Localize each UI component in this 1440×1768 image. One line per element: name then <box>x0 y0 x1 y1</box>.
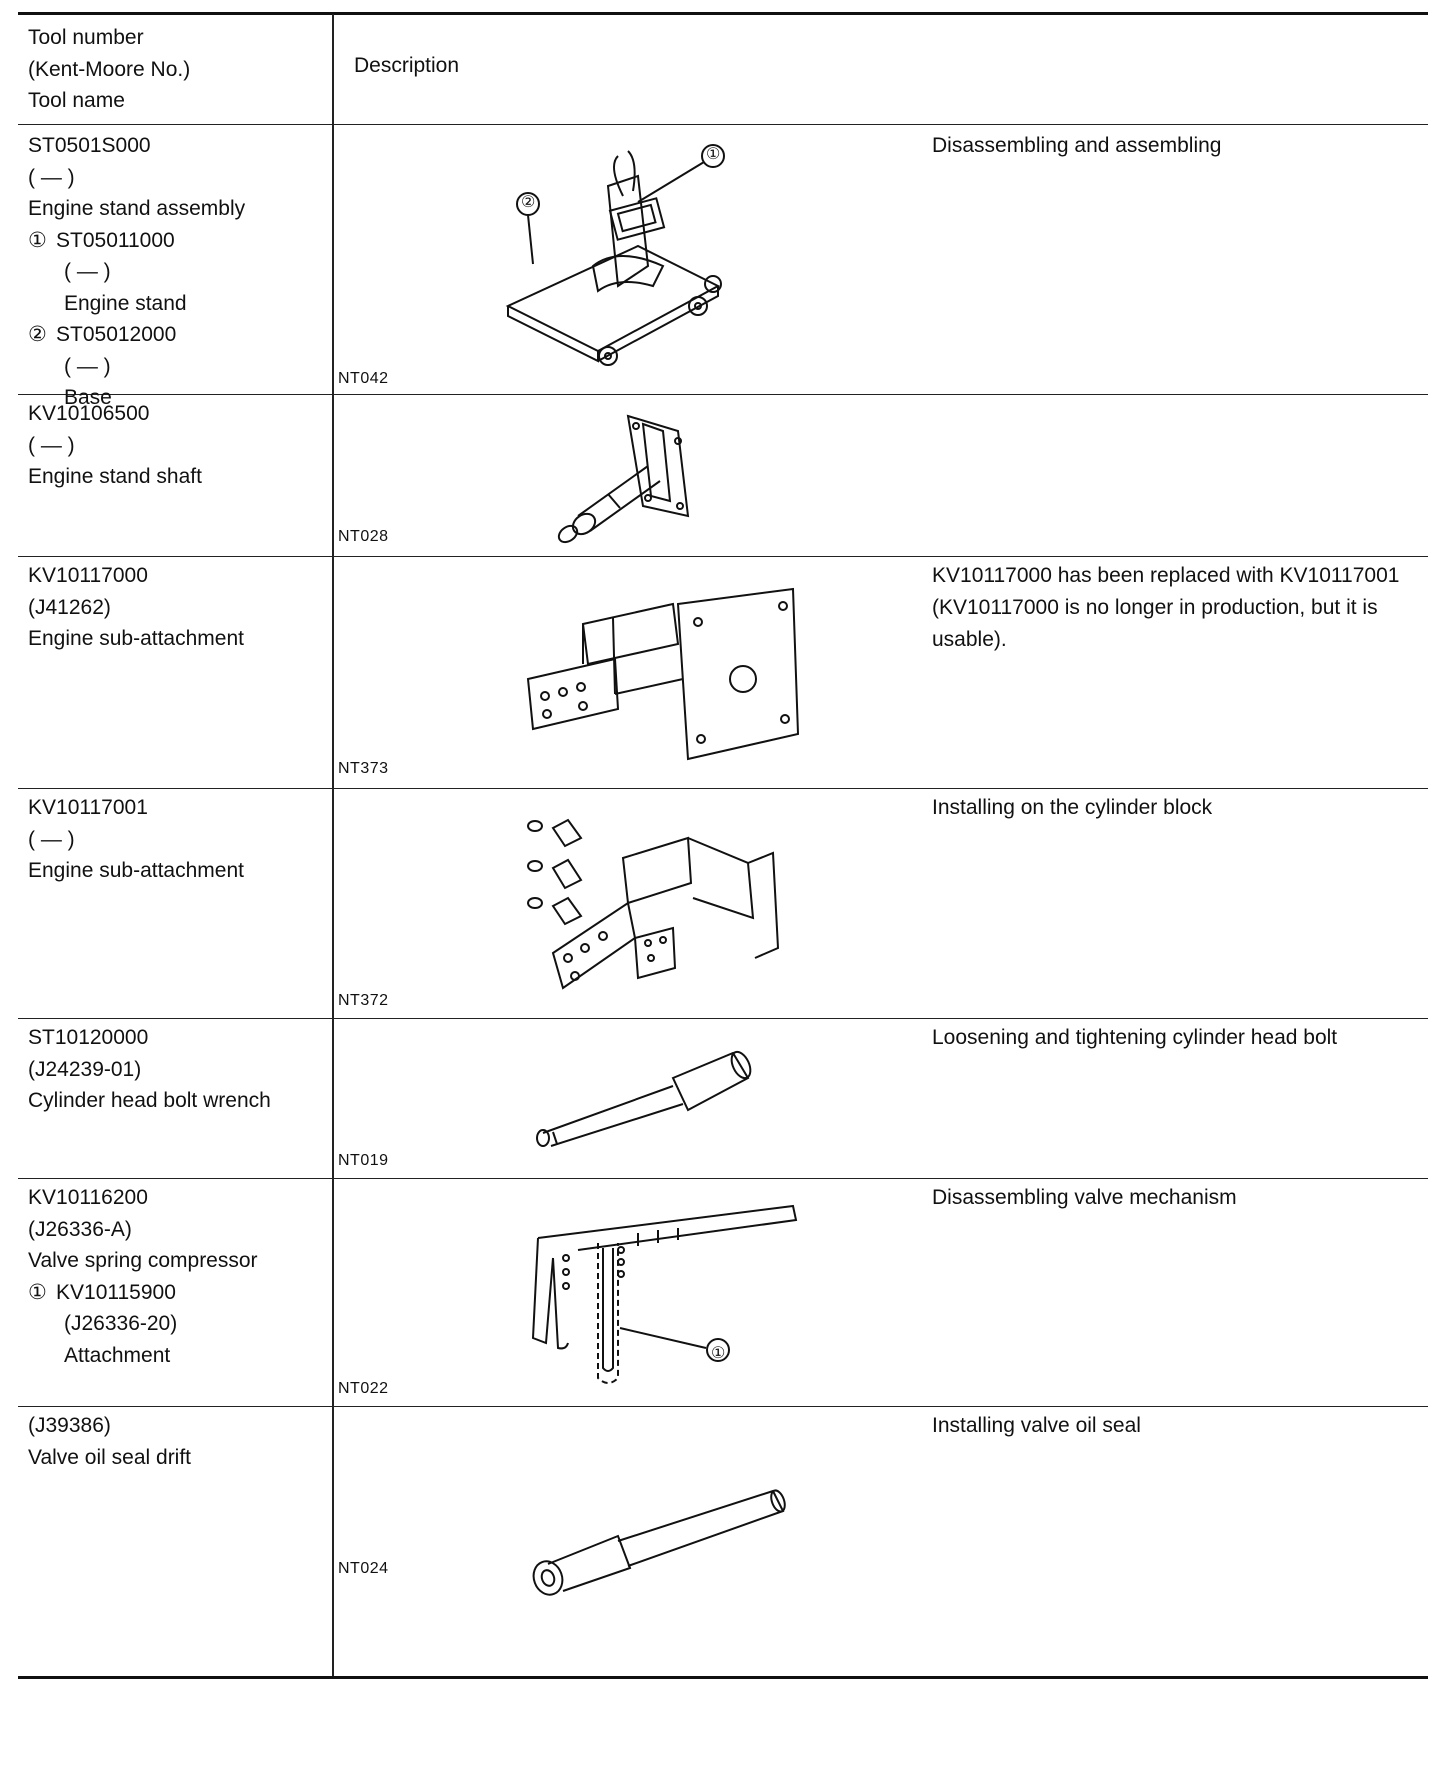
tool-description: Installing on the cylinder block <box>932 796 1213 819</box>
header-kent-moore: (Kent-Moore No.) <box>28 57 191 81</box>
part-kent-moore: (J26336-20) <box>64 1312 178 1335</box>
tool-info: KV10116200 (J26336-A) Valve spring compr… <box>28 1182 324 1371</box>
figure-code: NT042 <box>338 370 389 387</box>
part-mark: ② <box>28 323 47 346</box>
tool-info: (J39386) Valve oil seal drift <box>28 1410 324 1473</box>
header-tool-number: Tool number <box>28 26 144 49</box>
tool-description: KV10117000 has been replaced with KV1011… <box>932 564 1400 651</box>
tool-number: ST0501S000 <box>28 134 151 157</box>
tool-info: ST0501S000 ( — ) Engine stand assembly ①… <box>28 130 324 414</box>
tool-number: ST10120000 <box>28 1026 149 1049</box>
part-name: Engine stand <box>64 291 187 315</box>
table-row: KV10106500 ( — ) Engine stand shaft NT02… <box>18 394 1428 557</box>
tool-number: KV10116200 <box>28 1186 148 1209</box>
engine-sub-attachment-kit-illustration <box>523 808 793 1008</box>
column-divider <box>332 14 334 124</box>
engine-stand-assembly-illustration <box>488 136 788 386</box>
engine-stand-shaft-illustration <box>548 406 748 546</box>
valve-oil-seal-drift-illustration <box>518 1486 798 1596</box>
kent-moore-number: (J26336-A) <box>28 1217 132 1241</box>
tool-number: KV10117000 <box>28 564 148 587</box>
column-divider <box>332 1406 334 1676</box>
kent-moore-number: (J39386) <box>28 1414 111 1437</box>
figure-code: NT373 <box>338 760 389 777</box>
tool-number: KV10106500 <box>28 402 150 425</box>
part-name: Attachment <box>64 1343 171 1367</box>
tool-info: KV10117000 (J41262) Engine sub-attachmen… <box>28 560 324 655</box>
tool-description: Installing valve oil seal <box>932 1414 1141 1437</box>
header-tool-name: Tool name <box>28 89 125 112</box>
tool-name: Valve spring compressor <box>28 1249 258 1272</box>
tool-info: KV10106500 ( — ) Engine stand shaft <box>28 398 324 493</box>
column-divider <box>332 556 334 788</box>
header-tool-column: Tool number (Kent-Moore No.) Tool name <box>28 22 324 117</box>
callout-2: ② <box>521 194 536 211</box>
tool-name: Valve oil seal drift <box>28 1445 192 1469</box>
column-divider <box>332 394 334 556</box>
part-mark: ① <box>28 228 47 252</box>
callout-1: ① <box>706 146 721 163</box>
callout-1: ① <box>711 1345 726 1362</box>
kent-moore-number: ( — ) <box>28 827 75 851</box>
kent-moore-number: ( — ) <box>28 165 75 189</box>
tool-description: Disassembling valve mechanism <box>932 1186 1237 1209</box>
tool-name: Cylinder head bolt wrench <box>28 1089 271 1112</box>
table-top-rule <box>18 12 1428 15</box>
column-divider <box>332 1178 334 1406</box>
part-mark: ① <box>28 1280 47 1304</box>
column-divider <box>332 124 334 394</box>
figure-code: NT019 <box>338 1152 389 1169</box>
kent-moore-number: (J41262) <box>28 595 111 619</box>
tool-name: Engine stand shaft <box>28 465 202 488</box>
part-number: ST05011000 <box>56 228 175 252</box>
column-divider <box>332 1018 334 1178</box>
tool-description: Disassembling and assembling <box>932 134 1222 157</box>
table-header-row: Tool number (Kent-Moore No.) Tool name D… <box>18 14 1428 125</box>
part-number: KV10115900 <box>56 1280 176 1304</box>
table-row: ST0501S000 ( — ) Engine stand assembly ①… <box>18 124 1428 409</box>
table-row: KV10117001 ( — ) Engine sub-attachment <box>18 788 1428 1019</box>
tool-name: Engine sub-attachment <box>28 859 244 882</box>
part-kent-moore: ( — ) <box>64 354 111 378</box>
tool-number: KV10117001 <box>28 796 148 819</box>
figure-code: NT372 <box>338 992 389 1009</box>
table-row: ST10120000 (J24239-01) Cylinder head bol… <box>18 1018 1428 1179</box>
column-divider <box>332 788 334 1018</box>
part-kent-moore: ( — ) <box>64 260 111 283</box>
kent-moore-number: (J24239-01) <box>28 1057 142 1081</box>
tool-info: KV10117001 ( — ) Engine sub-attachment <box>28 792 324 887</box>
header-description: Description <box>354 54 460 77</box>
tool-description: Loosening and tightening cylinder head b… <box>932 1026 1338 1049</box>
figure-code: NT022 <box>338 1380 389 1397</box>
table-row: (J39386) Valve oil seal drift NT024 Inst… <box>18 1406 1428 1679</box>
part-number: ST05012000 <box>56 323 177 346</box>
cylinder-head-bolt-wrench-illustration <box>523 1048 753 1148</box>
valve-spring-compressor-illustration <box>518 1198 818 1398</box>
tool-name: Engine sub-attachment <box>28 627 244 650</box>
kent-moore-number: ( — ) <box>28 433 75 457</box>
engine-sub-attachment-illustration <box>523 584 803 764</box>
figure-code: NT028 <box>338 528 389 545</box>
tool-info: ST10120000 (J24239-01) Cylinder head bol… <box>28 1022 324 1117</box>
tool-name: Engine stand assembly <box>28 197 246 220</box>
part-name: Base <box>64 386 112 409</box>
figure-code: NT024 <box>338 1560 389 1577</box>
table-row: KV10117000 (J41262) Engine sub-attachmen… <box>18 556 1428 789</box>
table-row: KV10116200 (J26336-A) Valve spring compr… <box>18 1178 1428 1407</box>
